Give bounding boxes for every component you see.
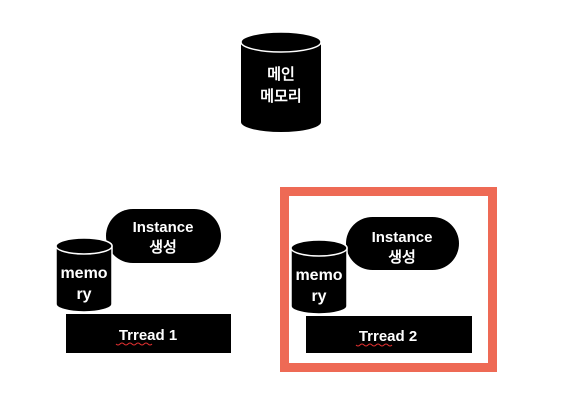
memory-cylinder-2-label-line2: ry <box>311 288 326 305</box>
thread1-group: Instance 생성 Trread 1 memo ry <box>55 209 231 353</box>
memory-cylinder-2-label-line1: memo <box>295 267 342 284</box>
memory-cylinder-2-top <box>290 239 348 257</box>
instance-bubble-2 <box>346 217 459 270</box>
memory-cylinder-1-top <box>55 237 113 255</box>
thread2-label: Trread 2 <box>359 328 417 345</box>
main-memory-body <box>241 32 321 132</box>
memory-cylinder-1-label-line2: ry <box>76 286 91 303</box>
memory-cylinder-1-label-line1: memo <box>60 265 107 282</box>
thread2-highlight-frame <box>280 187 497 372</box>
main-memory-label-line1: 메인 <box>267 65 295 83</box>
thread1-bar <box>66 314 231 353</box>
thread1-spellcheck-underline <box>115 342 153 346</box>
instance-bubble-1 <box>106 209 221 263</box>
thread2-spellcheck-underline <box>355 343 393 347</box>
thread2-group: Instance 생성 Trread 2 memo ry <box>290 217 472 353</box>
instance-label-1-line1: Instance <box>133 219 194 236</box>
instance-label-2-line2: 생성 <box>388 248 416 266</box>
main-memory-cylinder: 메인 메모리 <box>240 31 322 132</box>
instance-label-2-line1: Instance <box>372 229 433 246</box>
instance-label-1-line2: 생성 <box>149 238 177 256</box>
thread2-bar <box>306 316 472 353</box>
thread1-label: Trread 1 <box>119 327 177 344</box>
main-memory-label-line2: 메모리 <box>260 88 301 105</box>
main-memory-top <box>240 31 322 53</box>
